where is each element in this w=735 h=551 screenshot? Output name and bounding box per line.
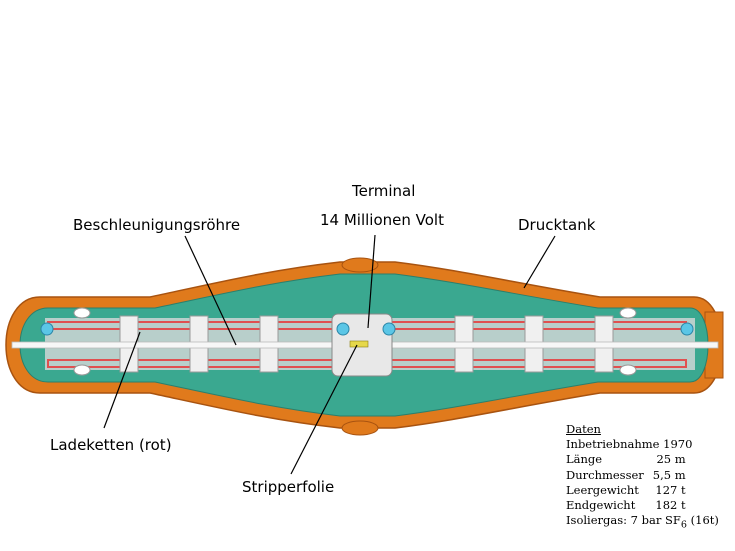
tank-top-port <box>341 257 379 273</box>
data-value: 5,5 m <box>652 467 686 482</box>
data-value: 25 m <box>656 452 686 467</box>
leader-lines <box>103 234 556 475</box>
data-value: 1970 <box>663 437 693 452</box>
data-row: Endgewicht 182 t <box>566 498 719 513</box>
data-panel: Daten Inbetriebnahme 1970 Länge 25 m Dur… <box>566 422 719 533</box>
data-key: Inbetriebnahme <box>566 437 660 452</box>
label-stripper-foil: Stripperfolie <box>242 478 335 496</box>
data-key: Leergewicht <box>566 482 639 497</box>
label-pressure-tank: Drucktank <box>518 216 596 234</box>
gas-prefix: Isoliergas: 7 bar SF <box>566 513 681 528</box>
tank-bottom-port <box>341 420 379 436</box>
stripper-foil-mark <box>349 340 369 348</box>
data-value: 182 t <box>655 498 686 513</box>
gas-ports <box>73 307 637 376</box>
label-voltage: 14 Millionen Volt <box>320 211 444 229</box>
gas-suffix: (16t) <box>687 513 719 528</box>
data-row: Leergewicht 127 t <box>566 483 719 498</box>
data-value: 127 t <box>655 482 686 497</box>
label-acceleration-tube: Beschleunigungsröhre <box>73 216 241 234</box>
data-key: Endgewicht <box>566 498 636 513</box>
data-key: Länge <box>566 452 603 467</box>
data-key: Durchmesser <box>566 467 644 482</box>
data-row: Inbetriebnahme 1970 <box>566 437 719 452</box>
gas-row: Isoliergas: 7 bar SF6 (16t) <box>566 513 719 533</box>
data-row: Durchmesser 5,5 m <box>566 468 719 483</box>
label-terminal: Terminal <box>352 182 416 200</box>
gas-subscript: 6 <box>680 519 687 531</box>
data-panel-title: Daten <box>566 422 601 436</box>
chain-pulleys <box>40 322 694 336</box>
label-charging-chains: Ladeketten (rot) <box>50 436 172 454</box>
data-row: Länge 25 m <box>566 452 719 467</box>
